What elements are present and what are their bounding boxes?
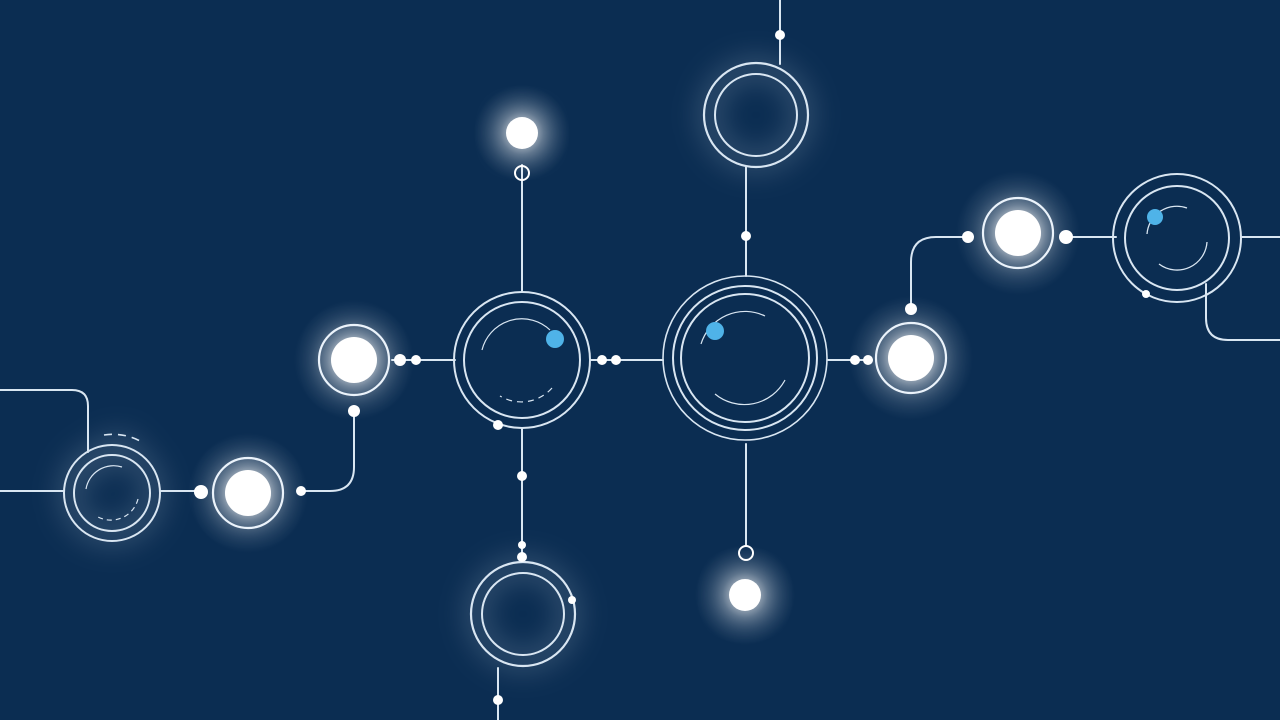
line-far-right-down [1205,283,1280,341]
ring-bottom [469,560,577,668]
glow-dot-right [849,296,973,420]
line-right-curve [910,236,968,311]
line-dot-to-up [299,410,355,492]
hub-left-accent [546,330,564,348]
ring-nodes [63,61,1242,668]
line-left-top [0,389,89,453]
glow-dot-left [294,300,414,420]
glow-dot-top [474,85,570,181]
hub-right [662,275,828,441]
connector-dots [194,30,1150,705]
ring-far-right [1112,173,1242,303]
ring-top [702,61,810,169]
glow-dot-bottom-center [695,545,795,645]
glow-dot-bottom-left [188,433,308,553]
hub-right-accent [706,322,724,340]
hub-left [453,291,591,429]
ring-far-right-accent [1147,209,1163,225]
glowing-dots [188,85,1080,645]
ring-left [63,433,161,542]
glow-dot-upper-right [956,171,1080,295]
